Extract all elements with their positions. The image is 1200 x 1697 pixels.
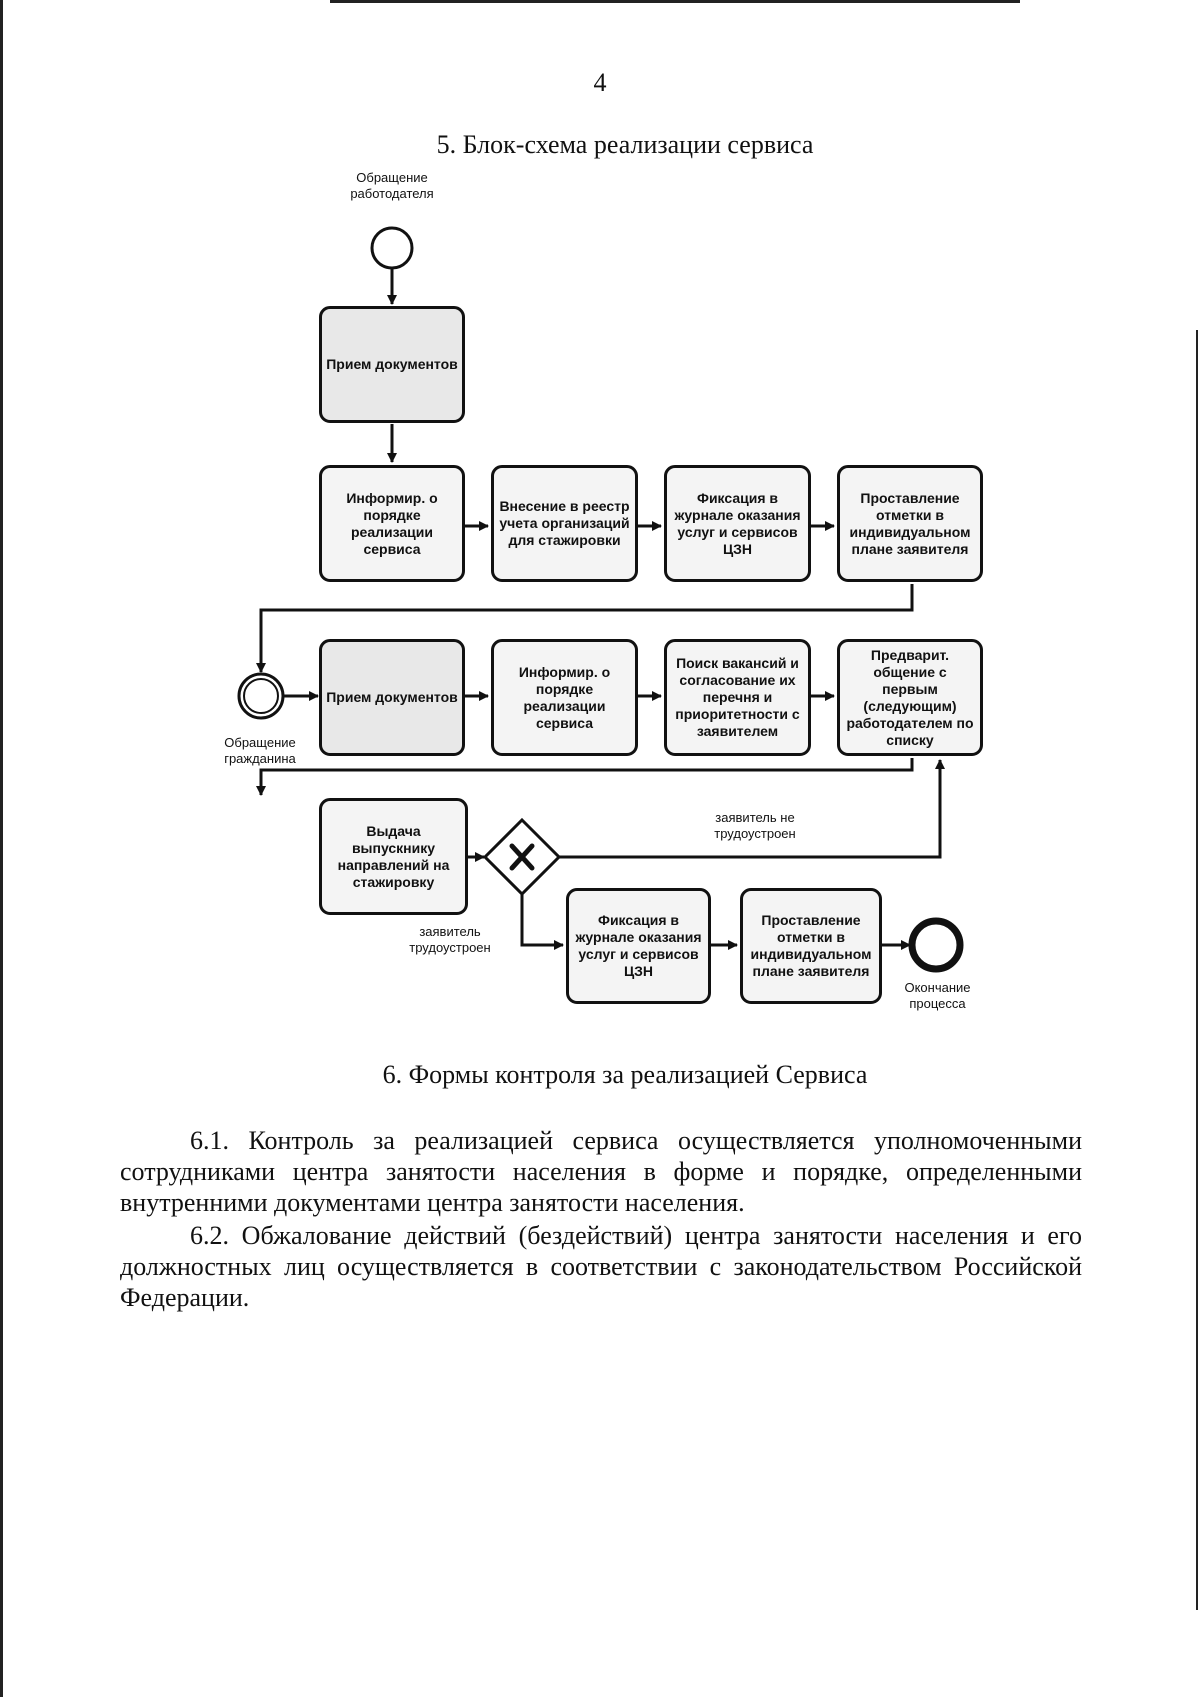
scan-edge-top <box>330 0 1020 3</box>
start-event-employer-label: Обращение работодателя <box>350 170 434 201</box>
gateway-x-stroke-2 <box>509 843 535 871</box>
end-event-label: Окончание процесса <box>904 980 971 1011</box>
task-employer-inform: Информир. о порядке реализации сервиса <box>319 465 465 582</box>
task-citizen-receive-docs: Прием документов <box>319 639 465 756</box>
task-citizen-inform: Информир. о порядке реализации сервиса <box>491 639 638 756</box>
end-event <box>908 917 964 973</box>
paragraph-6-2: 6.2. Обжалование действий (бездействий) … <box>120 1221 1082 1312</box>
scan-edge-right <box>1196 330 1198 1610</box>
intermediate-event-citizen <box>237 672 285 720</box>
task-issue-referrals: Выдача выпускнику направлений на стажиро… <box>319 798 468 915</box>
page-number: 4 <box>593 68 607 97</box>
paragraph-6-1: 6.1. Контроль за реализацией сервиса осу… <box>120 1126 1082 1217</box>
intermediate-event-citizen-inner <box>243 678 279 714</box>
task-employer-register: Внесение в реестр учета организаций для … <box>491 465 638 582</box>
flow-e5-to-citizen <box>256 584 914 673</box>
flow-c4-to-r1 <box>256 758 914 796</box>
flowchart: Обращение работодателя Обращение граждан… <box>224 170 983 1011</box>
citizen-event-label: Обращение гражданина <box>224 735 296 766</box>
task-employer-journal: Фиксация в журнале оказания услуг и серв… <box>664 465 811 582</box>
task-citizen-vacancy-search: Поиск вакансий и согласование их перечня… <box>664 639 811 756</box>
start-event-employer <box>370 226 414 270</box>
flowchart-title: 5. Блок-схема реализации сервиса <box>436 130 814 159</box>
controls-title: 6. Формы контроля за реализацией Сервиса <box>382 1060 868 1089</box>
task-result-plan-mark: Проставление отметки в индивидуальном пл… <box>740 888 882 1004</box>
scan-edge-left <box>0 0 3 1697</box>
flow-employed <box>520 894 564 950</box>
flowchart-connectors <box>237 226 964 973</box>
edge-label-employed: заявитель трудоустроен <box>409 924 491 955</box>
edge-label-not-employed: заявитель не трудоустроен <box>714 810 796 841</box>
flow-not-employed <box>559 759 945 859</box>
task-citizen-employer-contact: Предварит. общение с первым (следующим) … <box>837 639 983 756</box>
task-employer-plan-mark: Проставление отметки в индивидуальном пл… <box>837 465 983 582</box>
task-result-journal: Фиксация в журнале оказания услуг и серв… <box>566 888 711 1004</box>
task-employer-receive-docs: Прием документов <box>319 306 465 423</box>
